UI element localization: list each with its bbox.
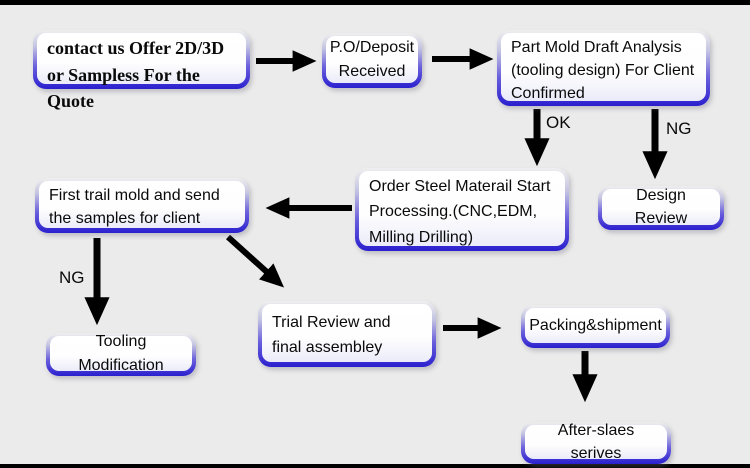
edge-label-ng-design: NG (666, 119, 692, 138)
node-tooling-modification: Tooling Modification (46, 333, 196, 376)
top-border-bar (0, 0, 750, 5)
node-design-review-label: Design Review (602, 187, 720, 227)
node-draft-analysis-label: Part Mold Draft Analysis (tooling design… (501, 33, 706, 102)
node-order-steel: Order Steel Materail Start Processing.(C… (355, 168, 569, 251)
node-after-sales-label: After-slaes serives (525, 422, 667, 462)
bottom-border-bar (0, 464, 750, 468)
node-draft-analysis: Part Mold Draft Analysis (tooling design… (497, 30, 710, 106)
node-trial-review-label: Trial Review and final assembley (262, 304, 432, 362)
node-po-deposit: P.O/Deposit Received (322, 33, 422, 88)
node-first-trial-label: First trail mold and send the samples fo… (39, 181, 245, 228)
edge-label-ng-tooling: NG (59, 268, 85, 287)
node-design-review: Design Review (598, 186, 724, 230)
arrow-firsttrial-to-trialreview (225, 234, 285, 288)
node-packing-shipment-label: Packing&shipment (525, 308, 666, 343)
node-order-steel-label: Order Steel Materail Start Processing.(C… (359, 171, 565, 246)
node-contact-quote-label: contact us Offer 2D/3D or Sampless For t… (37, 33, 246, 111)
node-trial-review: Trial Review and final assembley (258, 301, 436, 367)
node-after-sales: After-slaes serives (521, 422, 671, 464)
node-po-deposit-label: P.O/Deposit Received (326, 36, 418, 83)
node-first-trial: First trail mold and send the samples fo… (35, 178, 249, 233)
node-contact-quote: contact us Offer 2D/3D or Sampless For t… (33, 30, 250, 111)
edge-label-ok: OK (546, 113, 571, 132)
node-packing-shipment: Packing&shipment (521, 305, 670, 348)
node-tooling-modification-label: Tooling Modification (50, 333, 192, 374)
